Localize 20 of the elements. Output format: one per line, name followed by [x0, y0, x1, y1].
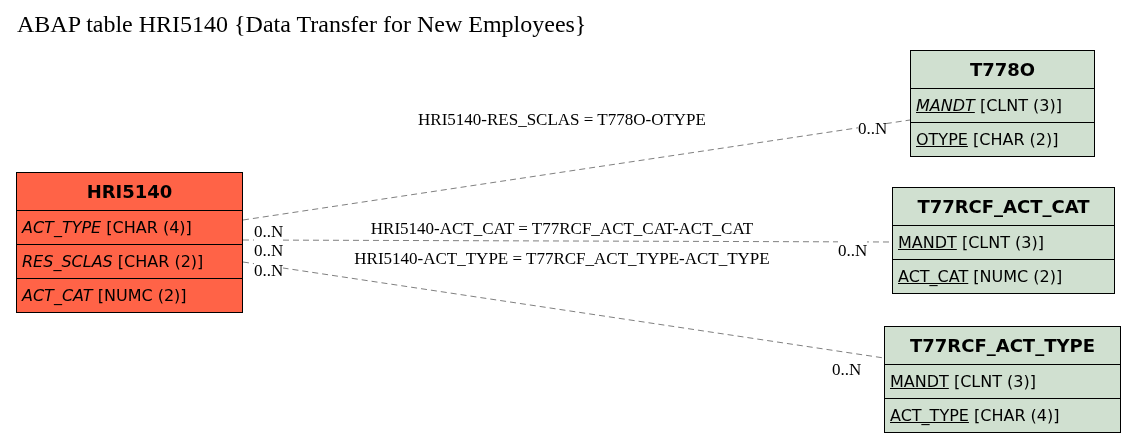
table-box	[16, 172, 243, 313]
field-text: ACT_CAT [NUMC (2)]	[898, 265, 1063, 288]
field-text: MANDT [CLNT (3)]	[898, 231, 1044, 254]
field-text: RES_SCLAS [CHAR (2)]	[22, 250, 204, 273]
table-box	[884, 326, 1121, 433]
relation-line	[242, 119, 911, 221]
table-name: T77RCF_ACT_TYPE	[909, 334, 1096, 358]
table-box	[910, 50, 1095, 157]
field-text: MANDT [CLNT (3)]	[916, 94, 1062, 117]
table-name: T778O	[968, 58, 1037, 82]
diagram-title: ABAP table HRI5140 {Data Transfer for New Employees}	[17, 10, 587, 39]
field-text: MANDT [CLNT (3)]	[890, 370, 1036, 393]
field-text: ACT_CAT [NUMC (2)]	[22, 284, 187, 307]
field-text: ACT_TYPE [CHAR (4)]	[22, 216, 192, 239]
table-name: T77RCF_ACT_CAT	[916, 195, 1091, 219]
table-box	[892, 187, 1115, 294]
relation-line	[242, 261, 885, 359]
table-name: HRI5140	[85, 180, 174, 204]
field-text: OTYPE [CHAR (2)]	[916, 128, 1059, 151]
field-text: ACT_TYPE [CHAR (4)]	[890, 404, 1060, 427]
